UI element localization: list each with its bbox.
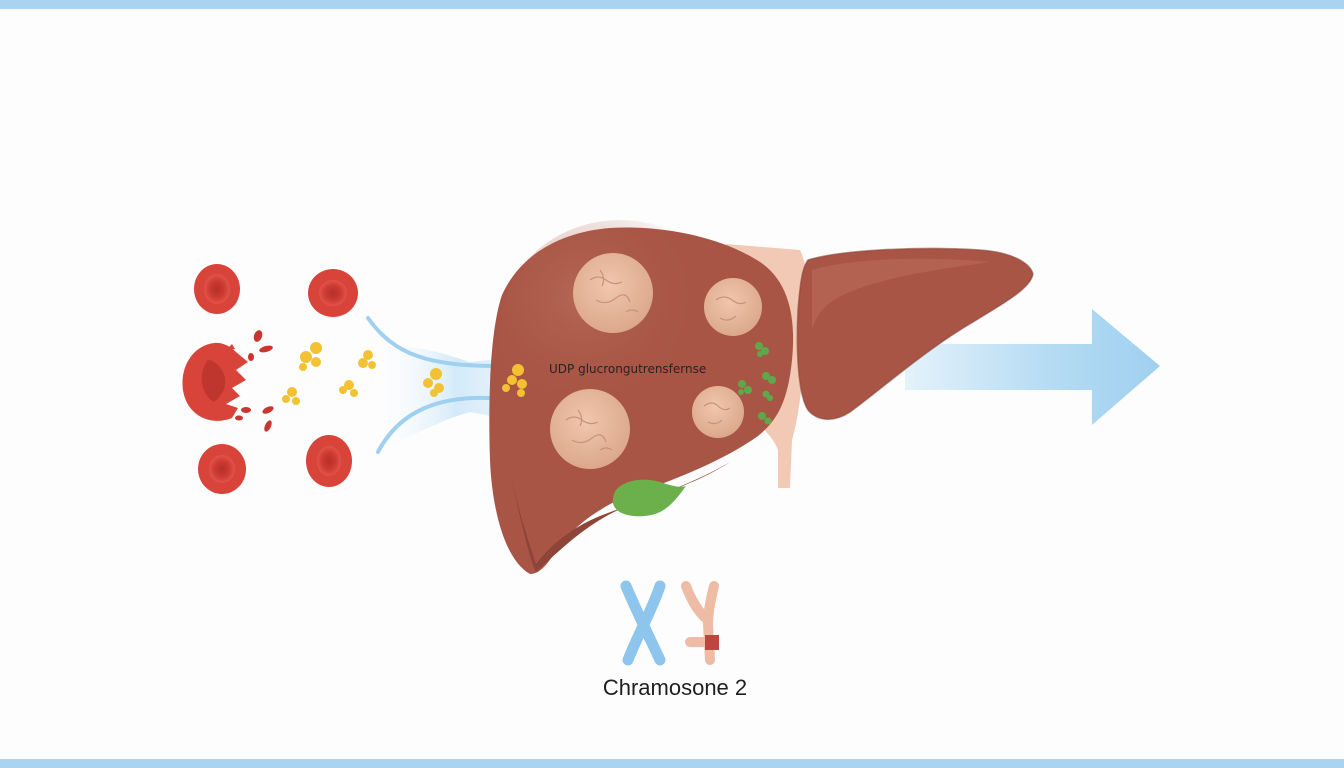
conjugated-bilirubin-icon <box>755 342 769 357</box>
lysed-red-blood-cell-icon <box>182 330 274 432</box>
red-blood-cell-icon <box>308 269 358 317</box>
conjugated-bilirubin-icon <box>758 412 772 425</box>
enzyme-label: UDP glucrongutrensfernse <box>549 362 706 376</box>
conjugated-bilirubin-icon <box>738 380 752 395</box>
red-blood-cell-icon <box>306 435 352 487</box>
bilirubin-molecule-icon <box>282 387 300 405</box>
hepatocyte <box>692 386 744 438</box>
chromosome-icon <box>620 580 666 666</box>
right-arrow-icon <box>905 309 1160 425</box>
chromosome-label: Chramosone 2 <box>603 675 747 700</box>
mutation-band <box>705 635 719 650</box>
red-blood-cell-icon <box>194 264 240 314</box>
hepatocyte <box>704 278 762 336</box>
bottom-border-band <box>0 759 1344 768</box>
gallbladder-icon <box>612 479 686 517</box>
bilirubin-molecule-icon <box>299 342 322 371</box>
hepatocyte <box>550 389 630 469</box>
bilirubin-molecule-icon <box>423 368 444 397</box>
hepatocyte <box>573 253 653 333</box>
conjugated-bilirubin-icon <box>762 390 773 401</box>
bilirubin-molecule-icon <box>339 380 358 397</box>
red-blood-cell-icon <box>198 444 246 494</box>
bilirubin-molecule-icon <box>502 364 527 397</box>
conjugated-bilirubin-icon <box>762 372 776 384</box>
chromosome-icon <box>681 581 719 665</box>
top-border-band <box>0 0 1344 9</box>
